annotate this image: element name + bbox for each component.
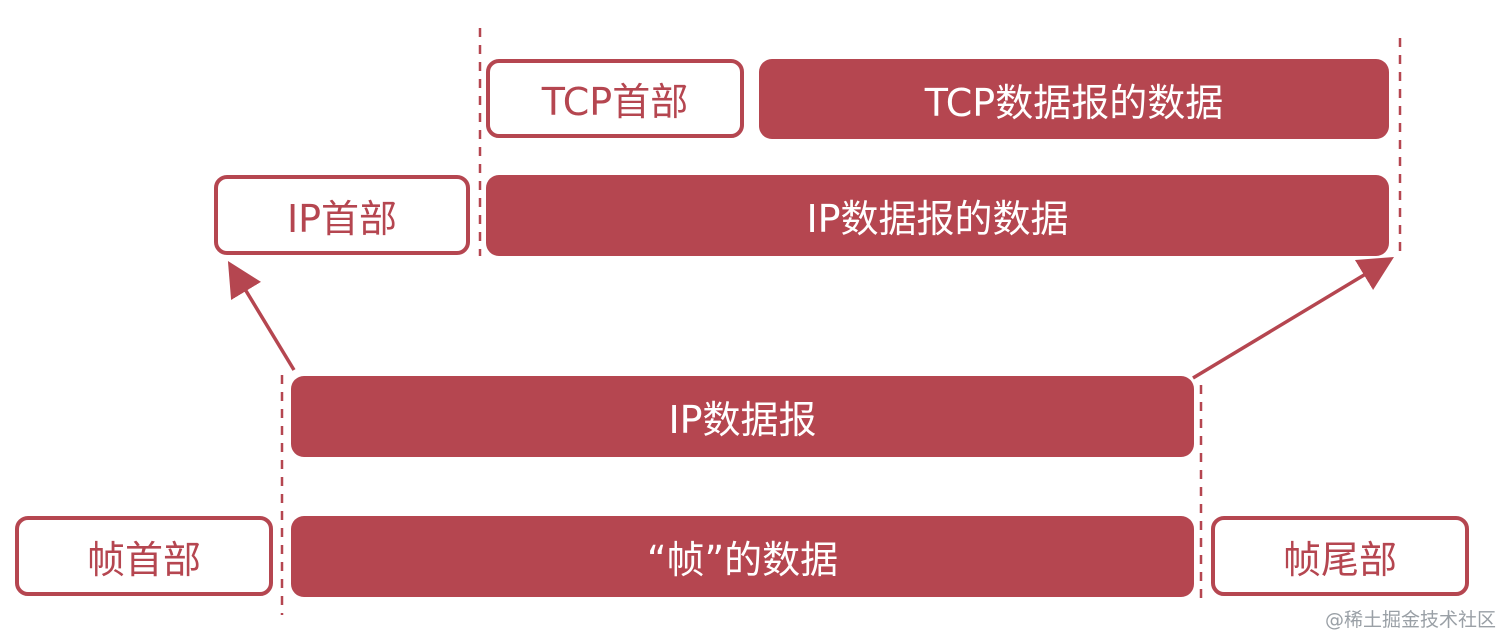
arrow-to-ip-data-end xyxy=(1192,256,1394,380)
frame-header-box: 帧首部 xyxy=(15,516,273,596)
ip-datagram-box: IP数据报 xyxy=(291,376,1194,457)
arrow-to-ip-header xyxy=(227,261,296,371)
frame-trailer-label: 帧尾部 xyxy=(1282,537,1397,582)
tcp-data-box: TCP数据报的数据 xyxy=(759,59,1389,139)
frame-data-box: “帧”的数据 xyxy=(291,516,1194,597)
frame-data-label: “帧”的数据 xyxy=(646,538,839,582)
ip-datagram-label: IP数据报 xyxy=(668,398,817,442)
watermark: @稀土掘金技术社区 xyxy=(1324,609,1496,631)
tcp-data-label: TCP数据报的数据 xyxy=(924,80,1224,125)
frame-header-label: 帧首部 xyxy=(86,537,201,582)
tcp-header-label: TCP首部 xyxy=(541,80,689,124)
ip-data-label: IP数据报的数据 xyxy=(806,197,1069,241)
ip-header-box: IP首部 xyxy=(214,175,470,255)
ip-header-label: IP首部 xyxy=(286,196,398,241)
tcp-header-box: TCP首部 xyxy=(486,59,744,138)
ip-data-box: IP数据报的数据 xyxy=(486,175,1389,256)
frame-trailer-box: 帧尾部 xyxy=(1211,516,1469,596)
